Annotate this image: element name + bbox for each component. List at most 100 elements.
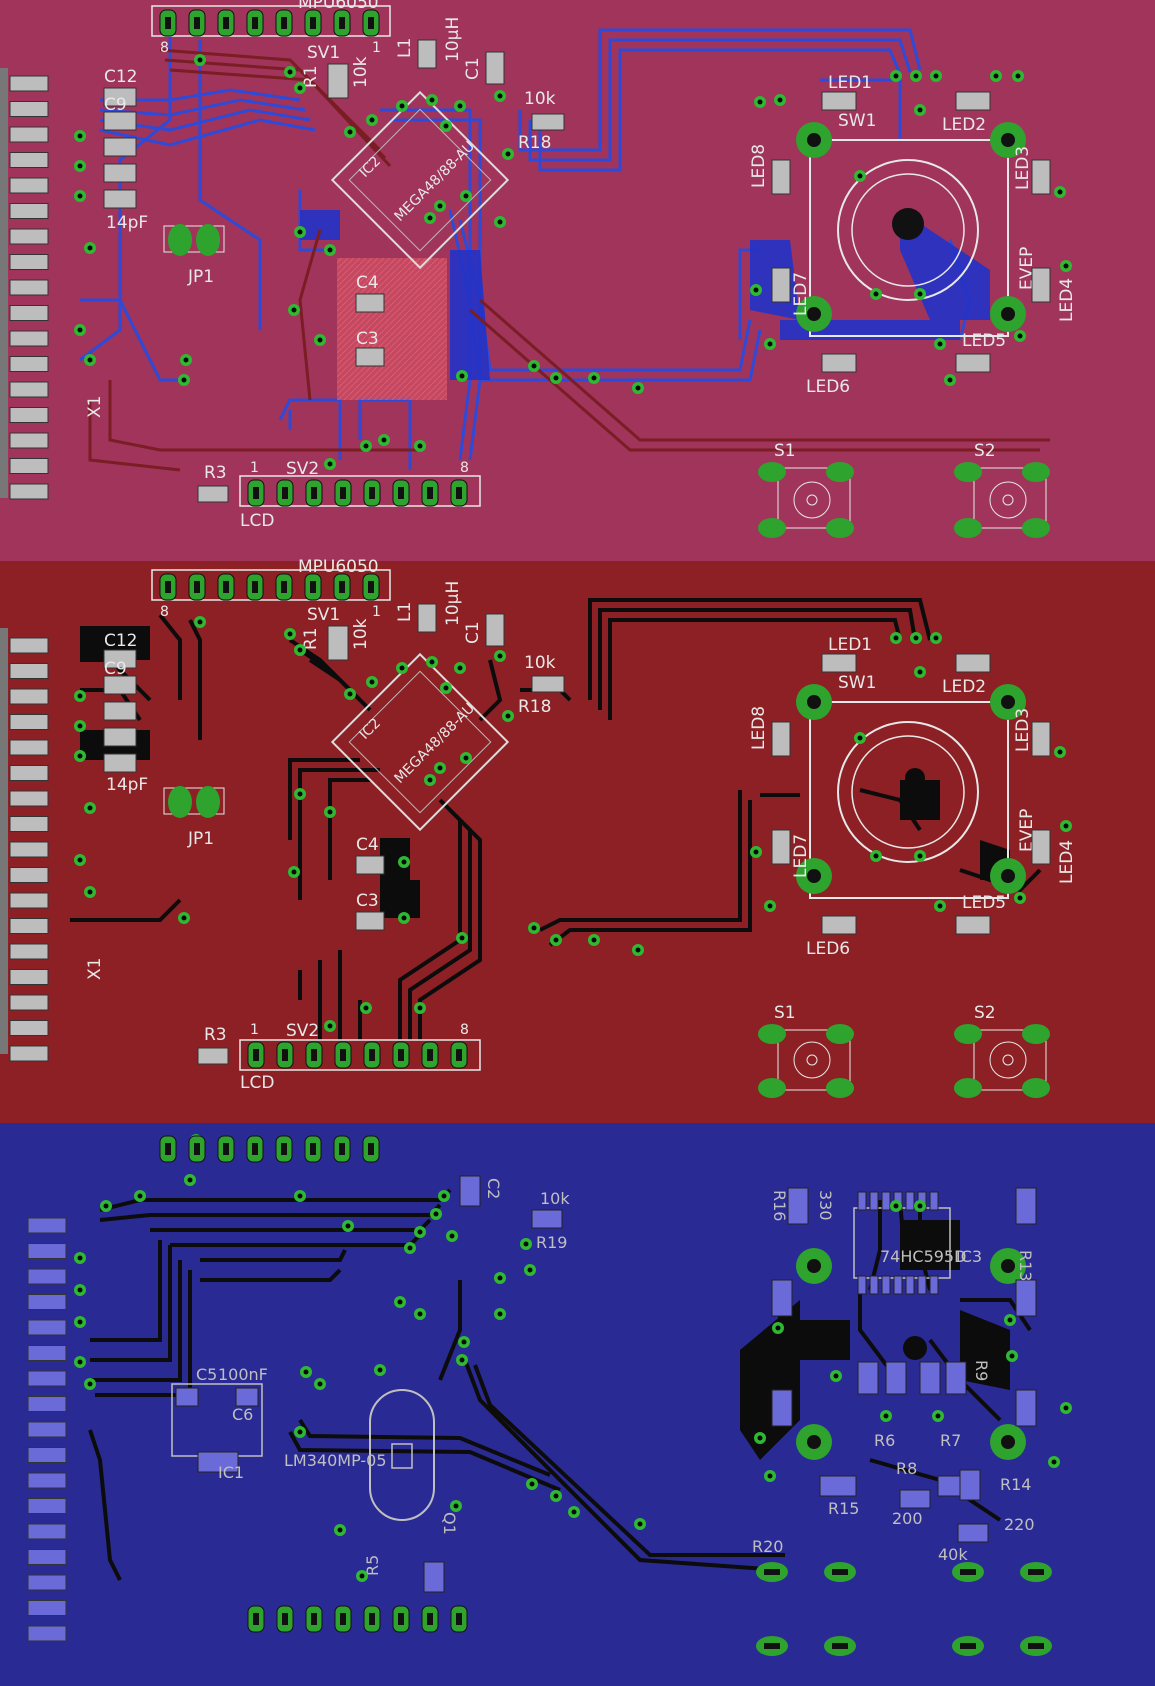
via-drill [917, 107, 923, 113]
usb-pad [27, 1243, 67, 1259]
cap-value-label: 14pF [106, 213, 148, 233]
via-drill [553, 937, 559, 943]
jp1-label: JP1 [187, 267, 214, 287]
via-drill [767, 903, 773, 909]
r20-label: R20 [752, 1537, 783, 1556]
usb-pad [9, 1020, 49, 1036]
via-drill [77, 133, 83, 139]
via-drill [87, 889, 93, 895]
usb-pad [9, 739, 49, 756]
via-drill [291, 307, 297, 313]
c5-label: C5 [196, 1365, 217, 1384]
header-pin-hole [253, 1049, 259, 1061]
usb-pad [27, 1421, 67, 1438]
usb-connector-x1 [0, 68, 49, 500]
via-drill [437, 765, 443, 771]
led3-label: LED3 [1013, 146, 1033, 190]
via-drill [363, 443, 369, 449]
via-drill [327, 461, 333, 467]
r-220-label: 220 [1004, 1515, 1035, 1534]
via-drill [427, 777, 433, 783]
via-drill [77, 193, 83, 199]
header-pin-hole [223, 581, 229, 593]
header-pin-hole [252, 17, 258, 29]
via-drill [917, 853, 923, 859]
via-drill [883, 1413, 889, 1419]
capacitor-column [103, 87, 137, 209]
usb-pad [9, 892, 49, 909]
header-pin-hole [281, 581, 287, 593]
sv1-label: SV1 [307, 43, 340, 63]
via-drill [327, 247, 333, 253]
header-pin-hole [282, 487, 288, 499]
led1-label: LED1 [828, 73, 872, 93]
led7-label-top: LED7 [791, 834, 811, 878]
via-drill [459, 1357, 465, 1363]
via-drill [637, 1521, 643, 1527]
header-pin-hole [310, 1143, 316, 1155]
switch-pad-slot [832, 1643, 848, 1649]
q1-label: Q1 [440, 1512, 459, 1535]
sw1-joystick-holes-bottom [796, 1248, 1026, 1460]
via-drill [297, 1193, 303, 1199]
via-drill [317, 1381, 323, 1387]
via-drill [1063, 823, 1069, 829]
jp1-jumper-top [163, 786, 225, 818]
via-drill [369, 679, 375, 685]
r18-pad [531, 113, 565, 131]
s1-button-top [758, 1024, 854, 1098]
via-drill [87, 245, 93, 251]
sw1-label-top: SW1 [838, 673, 876, 693]
header-pin-hole [253, 487, 259, 499]
header-pin-hole [281, 1143, 287, 1155]
via-drill [933, 635, 939, 641]
via-drill [857, 735, 863, 741]
ic1-regulator [171, 1383, 263, 1473]
usb-pad [9, 330, 49, 347]
via-drill [457, 103, 463, 109]
via-drill [497, 653, 503, 659]
via-drill [767, 1473, 773, 1479]
via-drill [571, 1509, 577, 1515]
mpu-pin8-label-top: 8 [160, 604, 169, 620]
r8-label: R8 [896, 1459, 917, 1478]
r9-label: R9 [972, 1360, 991, 1381]
c3-pad-top [355, 911, 385, 931]
via-drill [399, 103, 405, 109]
header-pin-hole [339, 581, 345, 593]
via-drill [437, 203, 443, 209]
r3-label: R3 [204, 463, 227, 483]
usb-pad [9, 228, 49, 245]
usb-pad [27, 1549, 67, 1565]
via-drill [913, 73, 919, 79]
via-drill [857, 173, 863, 179]
via-drill [77, 1255, 83, 1261]
via-drill [1063, 1405, 1069, 1411]
s2-button-top [954, 1024, 1050, 1098]
via-drill [183, 357, 189, 363]
r13-label: R13 [1016, 1250, 1035, 1281]
led6-label: LED6 [806, 377, 850, 397]
via-drill [417, 1311, 423, 1317]
q1-crystal [369, 1389, 435, 1521]
via-drill [297, 791, 303, 797]
via-drill [397, 1299, 403, 1305]
mpu-pin1-label: 1 [372, 40, 381, 56]
usb-pad [9, 918, 49, 934]
usb-pad [9, 177, 49, 194]
via-drill [401, 915, 407, 921]
usb-pad [9, 1045, 49, 1062]
via-drill [197, 57, 203, 63]
s2-button [954, 462, 1050, 538]
ic3-label: IC3 [956, 1247, 982, 1266]
header-pin-hole [223, 17, 229, 29]
via-drill [873, 291, 879, 297]
bottom-resistor-pads [423, 1175, 1037, 1593]
led4-label-top: LED4 [1057, 840, 1077, 884]
usb-pad [9, 994, 49, 1011]
via-drill [459, 935, 465, 941]
header-pin-hole [310, 17, 316, 29]
c12-label: C12 [104, 67, 138, 87]
via-drill [1057, 749, 1063, 755]
via-drill [359, 1573, 365, 1579]
